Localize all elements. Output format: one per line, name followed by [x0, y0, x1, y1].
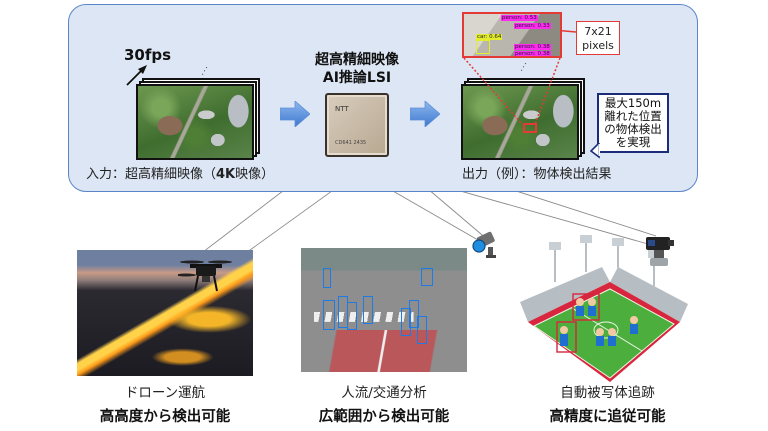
- detection-zoom-inset: person: 0.53 person: 0.33 person: 0.38 p…: [462, 12, 562, 58]
- input-frame-stack: [136, 78, 261, 160]
- detection-label: person: 0.33: [514, 23, 551, 29]
- flow-arrow-icon: [410, 101, 440, 127]
- application-subtitle-tracking: 高精度に追従可能: [549, 409, 666, 425]
- drone-city-image: [77, 250, 253, 376]
- callout-pointer: [590, 143, 600, 159]
- chip-code: CD641 2435: [335, 140, 367, 146]
- detection-label: person: 0.38: [514, 44, 551, 50]
- application-title-drone: ドローン運航: [124, 385, 206, 401]
- detection-label: person: 0.53: [501, 15, 538, 21]
- application-subtitle-drone: 高高度から検出可能: [99, 409, 231, 425]
- chip-brand: NTT: [335, 105, 349, 113]
- fps-label: 30fps: [124, 46, 172, 64]
- stadium-illustration: [520, 235, 688, 382]
- detection-label: car: 0.64: [476, 34, 503, 40]
- detection-highlight-box: [523, 123, 537, 133]
- time-axis-arrow-icon: [126, 65, 147, 86]
- input-aerial-image: [138, 86, 252, 158]
- output-frame-stack: [461, 78, 586, 160]
- detection-label: person: 0.38: [514, 51, 551, 57]
- ai-inference-lsi-chip: NTT CD641 2435: [325, 93, 389, 157]
- car-bounding-box: [476, 40, 490, 54]
- chip-title: 超高精細映像 AI推論LSI: [302, 51, 412, 87]
- chip-title-line1: 超高精細映像: [315, 52, 399, 68]
- application-title-traffic: 人流/交通分析: [341, 385, 427, 401]
- detection-range-callout: 最大150m 離れた位置 の物体検出 を実現: [597, 93, 669, 153]
- security-camera-icon: [472, 231, 496, 258]
- chip-title-line2: AI推論LSI: [322, 70, 392, 86]
- application-title-tracking: 自動被写体追跡: [560, 385, 655, 401]
- broadcast-camera-icon: [646, 237, 674, 266]
- input-caption: 入力：超高精細映像（4K映像）: [86, 167, 275, 182]
- pixel-size-callout: 7x21 pixels: [576, 21, 620, 55]
- application-subtitle-traffic: 広範囲から検出可能: [318, 409, 450, 425]
- flow-arrow-icon: [280, 101, 310, 127]
- street-crossing-image: [301, 248, 467, 372]
- output-aerial-image: [463, 86, 577, 158]
- output-caption: 出力（例）：物体検出結果: [462, 167, 612, 182]
- drone-icon: [178, 260, 232, 292]
